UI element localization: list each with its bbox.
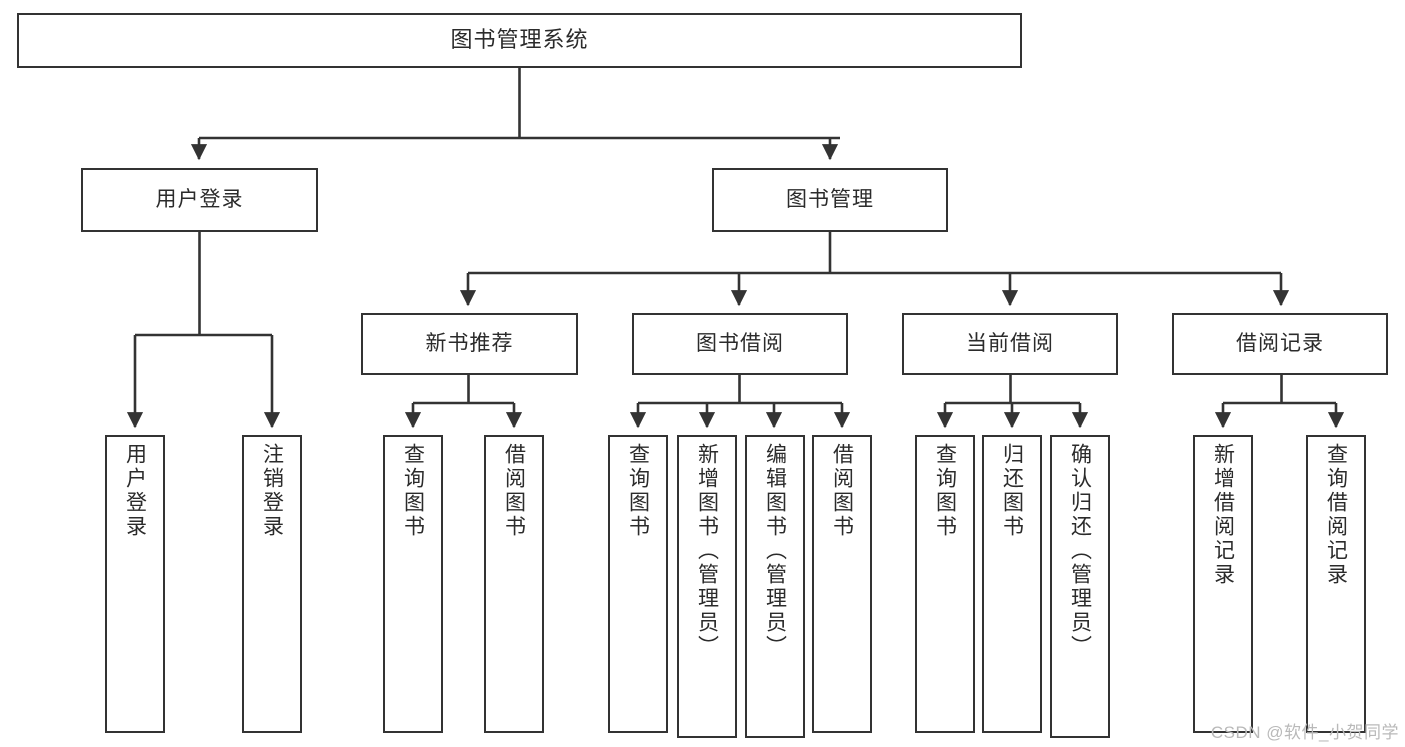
node-label: 用户登录 (123, 443, 147, 539)
node-label: 查询图书 (401, 443, 425, 539)
leaf-return-book[interactable]: 归还图书 (982, 435, 1042, 733)
node-label: 图书借阅 (696, 332, 784, 356)
node-label: 图书管理系统 (450, 27, 589, 53)
node-label: 查询图书 (933, 443, 957, 539)
node-label: 注销登录 (260, 443, 284, 539)
leaf-query-borrow-record[interactable]: 查询借阅记录 (1306, 435, 1366, 733)
node-user-login[interactable]: 用户登录 (81, 168, 318, 232)
node-label: 图书管理 (786, 188, 874, 212)
node-current-borrow[interactable]: 当前借阅 (902, 313, 1118, 375)
leaf-query-book-borrow[interactable]: 查询图书 (608, 435, 668, 733)
node-label: 新增图书（管理员） (695, 443, 719, 659)
node-label: 新书推荐 (425, 332, 514, 356)
leaf-edit-book-admin[interactable]: 编辑图书（管理员） (745, 435, 805, 738)
node-label: 确认归还（管理员） (1068, 443, 1092, 659)
leaf-confirm-return-admin[interactable]: 确认归还（管理员） (1050, 435, 1110, 738)
leaf-add-borrow-record[interactable]: 新增借阅记录 (1193, 435, 1253, 733)
node-book-borrow[interactable]: 图书借阅 (632, 313, 848, 375)
node-label: 借阅记录 (1236, 332, 1324, 356)
csdn-watermark: CSDN @软件_小贺同学 (1210, 723, 1399, 742)
node-label: 新增借阅记录 (1211, 443, 1235, 587)
node-label: 用户登录 (155, 188, 244, 212)
node-label: 编辑图书（管理员） (763, 443, 787, 659)
node-new-book-recommend[interactable]: 新书推荐 (361, 313, 578, 375)
leaf-logout-login[interactable]: 注销登录 (242, 435, 302, 733)
node-borrow-record[interactable]: 借阅记录 (1172, 313, 1388, 375)
leaf-borrow-book-recommend[interactable]: 借阅图书 (484, 435, 544, 733)
node-label: 借阅图书 (502, 443, 526, 539)
leaf-query-book-recommend[interactable]: 查询图书 (383, 435, 443, 733)
node-label: 查询借阅记录 (1324, 443, 1348, 587)
node-label: 查询图书 (626, 443, 650, 539)
leaf-query-book-current[interactable]: 查询图书 (915, 435, 975, 733)
node-label: 借阅图书 (830, 443, 854, 539)
leaf-add-book-admin[interactable]: 新增图书（管理员） (677, 435, 737, 738)
node-label: 当前借阅 (966, 332, 1054, 356)
leaf-user-login[interactable]: 用户登录 (105, 435, 165, 733)
node-label: 归还图书 (1000, 443, 1024, 539)
node-root-book-management-system[interactable]: 图书管理系统 (17, 13, 1022, 68)
leaf-borrow-book[interactable]: 借阅图书 (812, 435, 872, 733)
node-book-management[interactable]: 图书管理 (712, 168, 948, 232)
